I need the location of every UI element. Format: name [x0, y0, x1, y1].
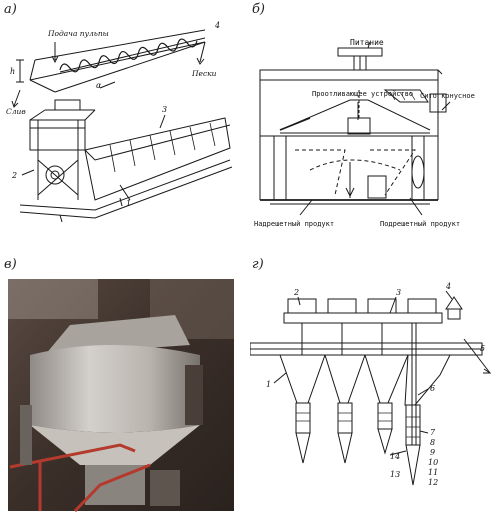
label-num-9: 9: [430, 448, 435, 457]
label-distributor: Проотливающее устройство: [312, 90, 413, 98]
label-num-10: 10: [428, 458, 438, 467]
label-num-11: 11: [428, 468, 438, 477]
panel-a: а): [0, 0, 250, 250]
panel-c: в): [0, 255, 250, 514]
label-num-8: 8: [430, 438, 435, 447]
label-num-3: 3: [396, 288, 401, 297]
label-num-3: 3: [162, 105, 167, 114]
panel-b-letter: б): [252, 2, 266, 17]
multi-cone-classifier-drawing: 1 2 3 4 5 6 7 8 9 10 11 12 13 14: [250, 282, 491, 487]
label-h: h: [10, 67, 15, 76]
label-num-4: 4: [214, 21, 220, 30]
label-num-7: 7: [430, 428, 436, 437]
label-num-12: 12: [428, 478, 438, 487]
label-drain: Слив: [6, 107, 26, 116]
label-num-13: 13: [390, 470, 400, 479]
label-sands: Пески: [191, 69, 217, 78]
label-feed: Питание: [350, 38, 384, 47]
label-num-1: 1: [266, 380, 271, 389]
hydrocyclone-photo: [8, 279, 234, 513]
label-feed: Подача пульпы: [47, 29, 109, 38]
panel-a-letter: а): [4, 2, 17, 17]
label-num-2: 2: [11, 171, 17, 180]
label-oversize: Надрешетный продукт: [254, 220, 334, 228]
label-num-2: 2: [293, 288, 299, 297]
panel-d: г): [250, 255, 491, 514]
spiral-classifier-drawing: Подача пульпы Пески Слив h α 1 2 3 4: [6, 21, 233, 223]
label-num-4: 4: [445, 282, 451, 291]
panel-b: б): [250, 0, 491, 250]
panel-d-letter: г): [252, 257, 264, 272]
label-sieve: Сито конусное: [420, 92, 475, 100]
label-num-5: 5: [480, 344, 485, 353]
label-undersize: Подрешетный продукт: [380, 220, 460, 228]
label-distributor-text: Проотливающее устройство: [312, 90, 413, 98]
sieve-classifier-drawing: Питание Проотливающее устройство Сито ко…: [254, 38, 475, 228]
label-num-1: 1: [126, 199, 131, 208]
panel-c-letter: в): [4, 257, 17, 272]
label-num-6: 6: [430, 384, 435, 393]
label-alpha: α: [96, 81, 102, 90]
label-num-14: 14: [390, 452, 400, 461]
